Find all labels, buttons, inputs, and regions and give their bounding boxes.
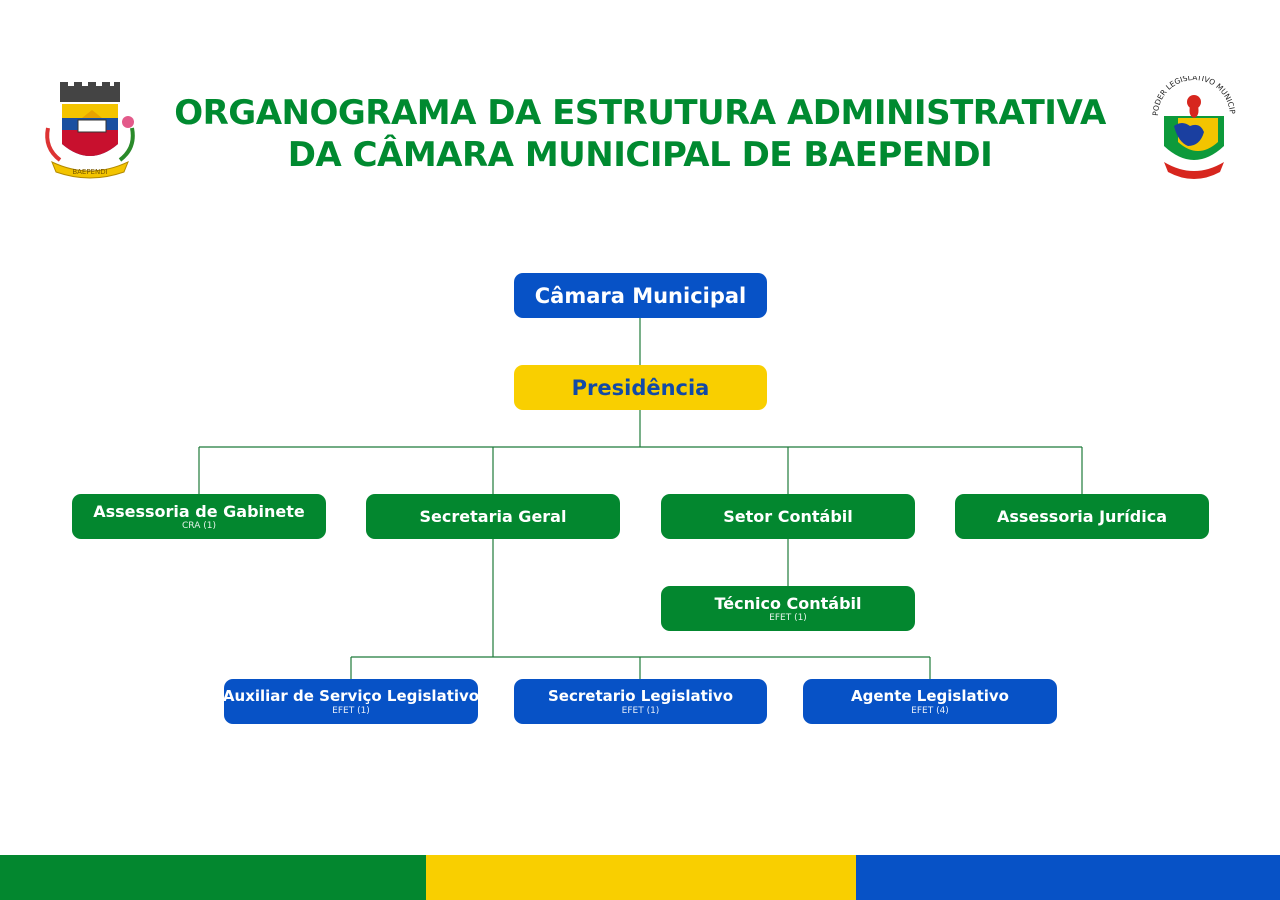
municipal-coat-of-arms-icon: BAEPENDI xyxy=(38,78,142,180)
node-auxiliar-de-servico-legislativo: Auxiliar de Serviço Legislativo EFET (1) xyxy=(222,679,480,724)
page-title: ORGANOGRAMA DA ESTRUTURA ADMINISTRATIVA … xyxy=(140,92,1140,176)
title-line-1: ORGANOGRAMA DA ESTRUTURA ADMINISTRATIVA xyxy=(174,93,1106,133)
node-label: Auxiliar de Serviço Legislativo xyxy=(222,686,480,705)
node-sublabel: EFET (1) xyxy=(332,705,370,716)
node-label: Técnico Contábil xyxy=(714,593,862,613)
node-setor-contabil: Setor Contábil xyxy=(661,494,915,539)
node-label: Assessoria de Gabinete xyxy=(93,501,305,521)
node-camara-municipal: Câmara Municipal xyxy=(514,273,767,318)
node-secretario-legislativo: Secretario Legislativo EFET (1) xyxy=(514,679,767,724)
node-sublabel: EFET (4) xyxy=(911,705,949,716)
footer-stripe-green xyxy=(0,855,426,900)
node-presidencia: Presidência xyxy=(514,365,767,410)
legislative-power-emblem-icon: PODER LEGISLATIVO MUNICIPAL xyxy=(1147,69,1238,182)
node-label: Secretario Legislativo xyxy=(548,686,733,705)
node-secretaria-geral: Secretaria Geral xyxy=(366,494,620,539)
footer-stripe-blue xyxy=(856,855,1280,900)
node-assessoria-juridica: Assessoria Jurídica xyxy=(955,494,1209,539)
node-label: Presidência xyxy=(571,375,710,400)
title-line-2: DA CÂMARA MUNICIPAL DE BAEPENDI xyxy=(287,135,993,175)
node-label: Assessoria Jurídica xyxy=(997,507,1167,526)
node-agente-legislativo: Agente Legislativo EFET (4) xyxy=(803,679,1057,724)
node-label: Secretaria Geral xyxy=(419,507,567,526)
node-tecnico-contabil: Técnico Contábil EFET (1) xyxy=(661,586,915,631)
footer-stripe-yellow xyxy=(426,855,856,900)
node-label: Setor Contábil xyxy=(723,507,853,526)
node-label: Câmara Municipal xyxy=(534,283,747,308)
node-sublabel: EFET (1) xyxy=(769,612,807,623)
node-sublabel: CRA (1) xyxy=(182,520,216,531)
node-assessoria-de-gabinete: Assessoria de Gabinete CRA (1) xyxy=(72,494,326,539)
svg-text:BAEPENDI: BAEPENDI xyxy=(72,168,107,176)
node-label: Agente Legislativo xyxy=(851,686,1009,705)
node-sublabel: EFET (1) xyxy=(621,705,660,716)
